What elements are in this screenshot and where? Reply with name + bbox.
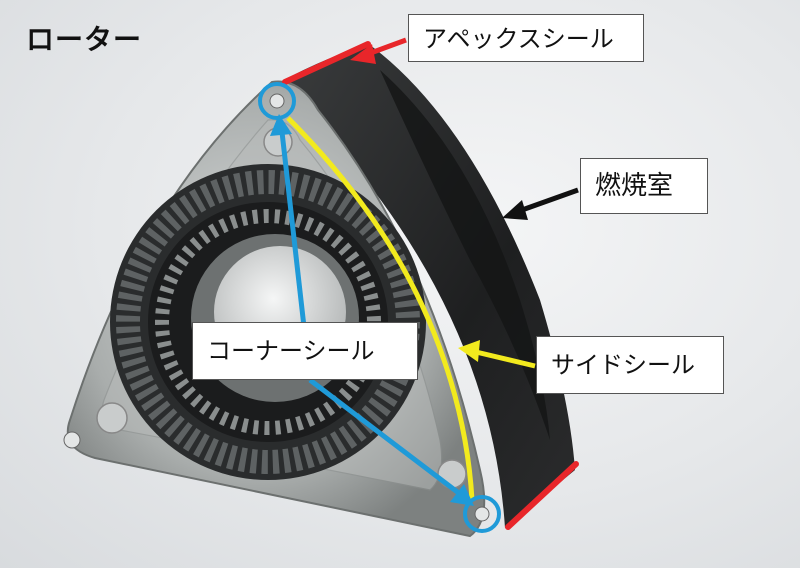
corner-seal-top — [269, 93, 285, 109]
corner-seal-ring-bottom — [463, 495, 501, 533]
label-corner-seal: コーナーシール — [192, 322, 418, 380]
bolt-hole — [96, 402, 128, 434]
corner-seal-bottom — [474, 506, 490, 522]
arrow-corner-down — [308, 378, 462, 496]
arrow-combustion — [521, 187, 579, 213]
corner-seal-ring-top — [258, 82, 296, 120]
side-seal-line — [286, 116, 475, 501]
page-title: ローター — [26, 23, 143, 56]
apex-seal-bottom — [505, 461, 579, 530]
label-apex-seal: アペックスシール — [408, 14, 644, 62]
label-side-seal: サイドシール — [536, 336, 724, 394]
arrow-apex — [367, 37, 407, 57]
arrowhead-apex — [350, 44, 376, 64]
label-combustion-chamber: 燃焼室 — [580, 158, 708, 214]
corner-seal-left — [63, 431, 81, 449]
arrowhead-corner-up — [270, 114, 292, 136]
apex-seal-top — [282, 41, 371, 85]
rotor-flank — [280, 45, 575, 528]
arrowhead-corner-down — [450, 484, 474, 506]
arrowhead-combustion — [502, 200, 528, 220]
arrowhead-side — [458, 340, 480, 362]
bolt-hole — [437, 459, 467, 489]
arrow-side — [475, 349, 536, 369]
combustion-recess — [380, 70, 550, 440]
